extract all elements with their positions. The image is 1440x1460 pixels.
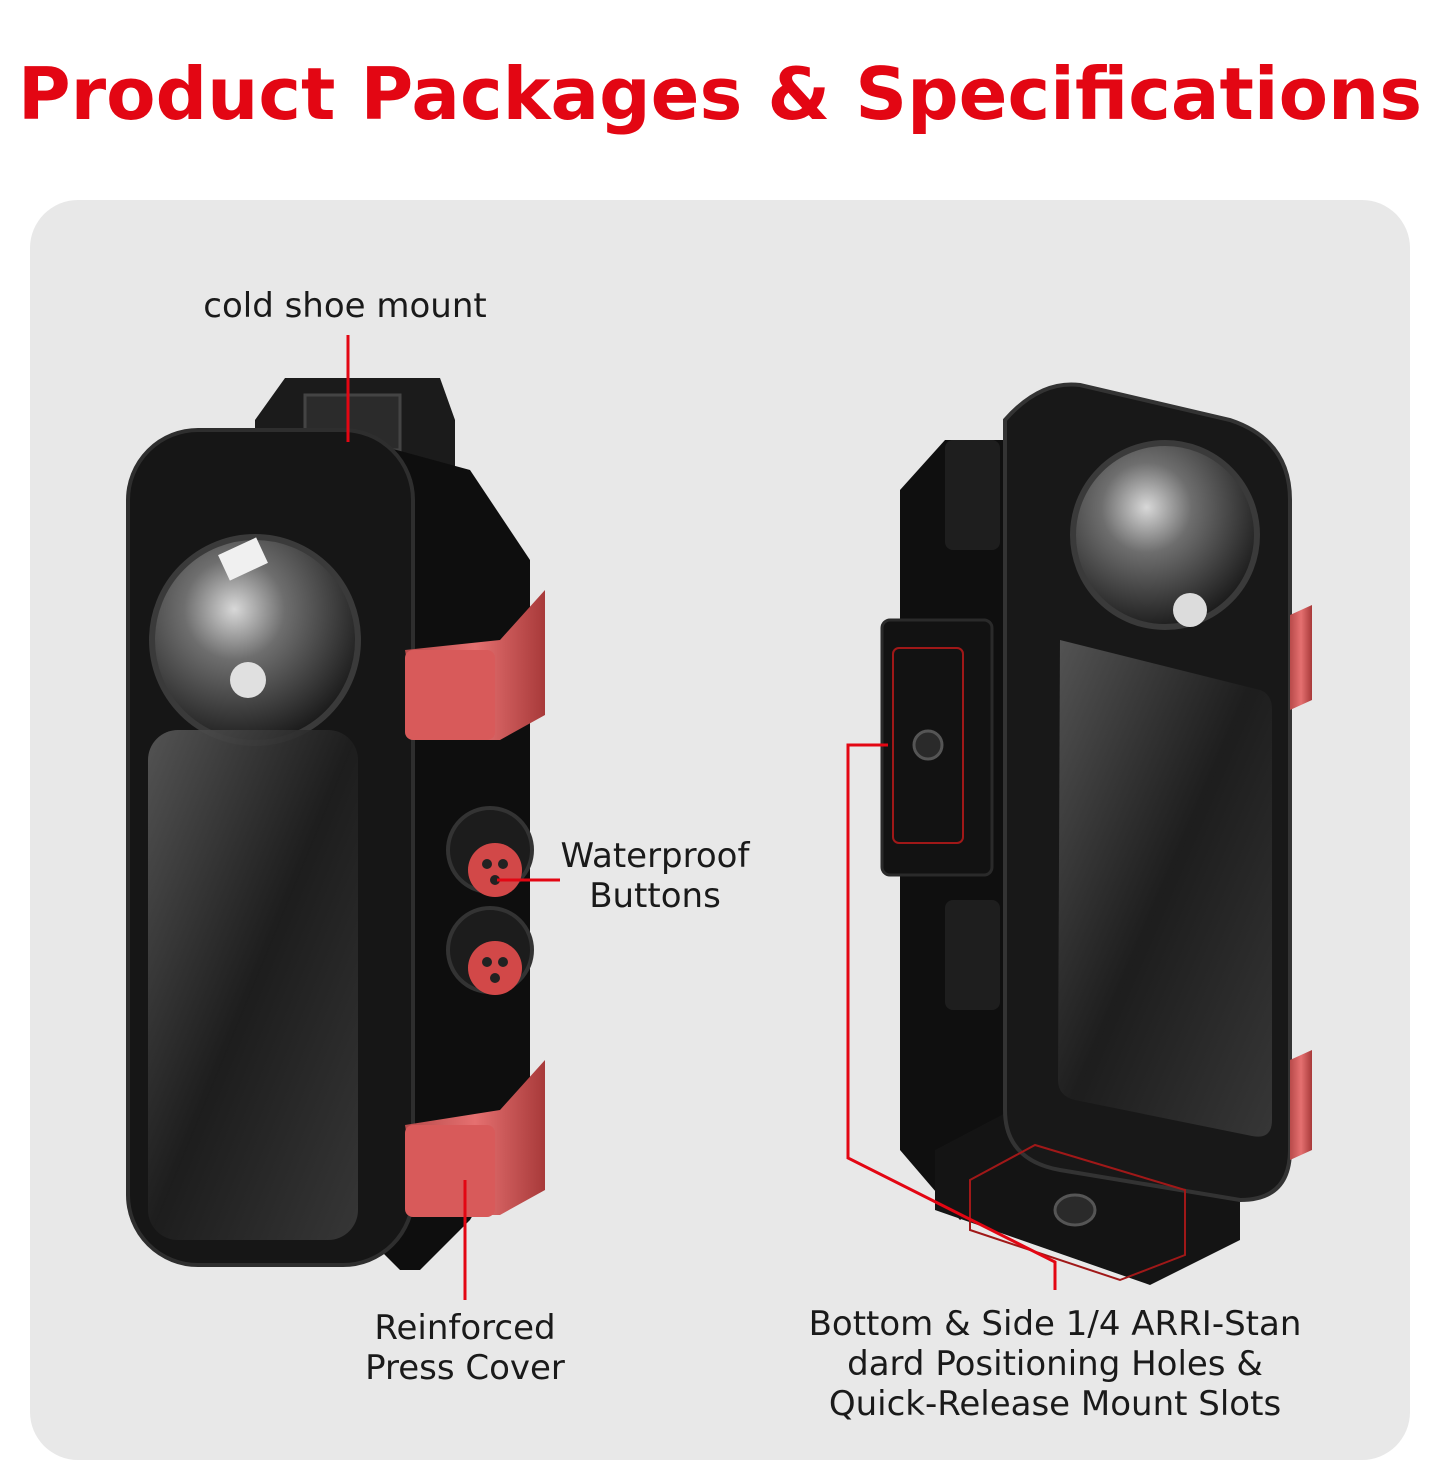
lens-dome-right xyxy=(1070,440,1260,630)
callout-bottom-side xyxy=(846,743,1057,1290)
right-top-latch xyxy=(1290,605,1312,710)
label-cold-shoe-mount: cold shoe mount xyxy=(203,286,487,326)
left-case xyxy=(126,378,545,1270)
right-case xyxy=(880,382,1312,1285)
screen-window xyxy=(148,730,358,1240)
hinge-upper xyxy=(945,440,1000,550)
waterproof-button-upper xyxy=(446,806,534,897)
lens-highlight xyxy=(230,662,266,698)
label-waterproof-buttons: Waterproof Buttons xyxy=(560,836,750,916)
page-title: Product Packages & Specifications xyxy=(17,52,1423,136)
right-bottom-latch xyxy=(1290,1050,1312,1160)
lens-reflection xyxy=(218,537,268,581)
screen-window-right xyxy=(1058,640,1272,1137)
bottom-mount-plate xyxy=(969,1143,1186,1282)
bottom-latch xyxy=(405,1060,545,1217)
top-latch xyxy=(405,590,545,740)
side-mount-hole xyxy=(912,729,944,761)
lens-highlight-right xyxy=(1173,593,1207,627)
hinge-lower xyxy=(945,900,1000,1010)
callout-lines xyxy=(346,335,1057,1300)
waterproof-button-lower xyxy=(446,906,534,995)
label-bottom-side-holes: Bottom & Side 1/4 ARRI-Stan dard Positio… xyxy=(808,1304,1302,1424)
label-reinforced-press-cover: Reinforced Press Cover xyxy=(365,1308,565,1388)
bottom-mount-hole xyxy=(1053,1193,1097,1227)
